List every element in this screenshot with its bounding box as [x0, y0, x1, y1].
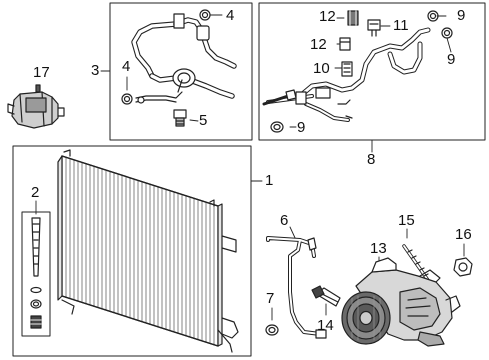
callout-13: 13: [370, 240, 387, 257]
condenser-callout-box: [12, 145, 252, 357]
callout-9-upper: 9: [457, 7, 466, 24]
part-13-compressor: [341, 257, 461, 347]
part-12-cap-upper: [347, 10, 359, 26]
callout-11: 11: [393, 17, 409, 34]
part-5-valve-cap: [173, 109, 187, 127]
part-4-o-ring-lower: [121, 93, 133, 105]
callout-15: 15: [398, 212, 415, 229]
part-7-o-ring: [265, 324, 279, 336]
part-8-bolt: [262, 89, 297, 106]
callout-17: 17: [33, 64, 50, 81]
part-17-sensor-module: [7, 84, 65, 129]
part-10-schrader-valve: [341, 61, 353, 77]
part-9-o-ring-right: [441, 27, 453, 39]
callout-9-right: 9: [447, 51, 456, 68]
part-8-liquid-line: [266, 27, 431, 122]
part-9-o-ring-upper: [427, 10, 439, 22]
callout-12-lower: 12: [310, 36, 327, 53]
part-6-tube: [266, 236, 327, 339]
callout-5: 5: [199, 112, 208, 129]
part-9-o-ring-lower: [270, 121, 284, 133]
callout-3: 3: [91, 62, 100, 79]
callout-6: 6: [280, 212, 289, 229]
part-14-bolt: [311, 285, 341, 307]
part-16-nut: [453, 257, 473, 277]
callout-10: 10: [313, 60, 330, 77]
callout-1: 1: [265, 172, 274, 189]
callout-14: 14: [317, 317, 334, 334]
part-1-condenser: [57, 149, 239, 353]
callout-2: 2: [31, 184, 40, 201]
callout-9-lower: 9: [297, 119, 306, 136]
callout-4-lower: 4: [122, 58, 131, 75]
callout-7: 7: [266, 290, 275, 307]
suction-hose-callout-box: [109, 2, 253, 141]
callout-4-upper: 4: [226, 7, 235, 24]
part-4-o-ring-upper: [199, 9, 211, 21]
part-2-drier-kit: [21, 211, 51, 337]
callout-16: 16: [455, 226, 472, 243]
part-12-cap-lower: [339, 37, 351, 51]
part-3-suction-hose: [131, 13, 237, 104]
part-11-valve-core: [367, 19, 381, 37]
callout-8: 8: [367, 151, 376, 168]
callout-12-upper: 12: [319, 8, 336, 25]
